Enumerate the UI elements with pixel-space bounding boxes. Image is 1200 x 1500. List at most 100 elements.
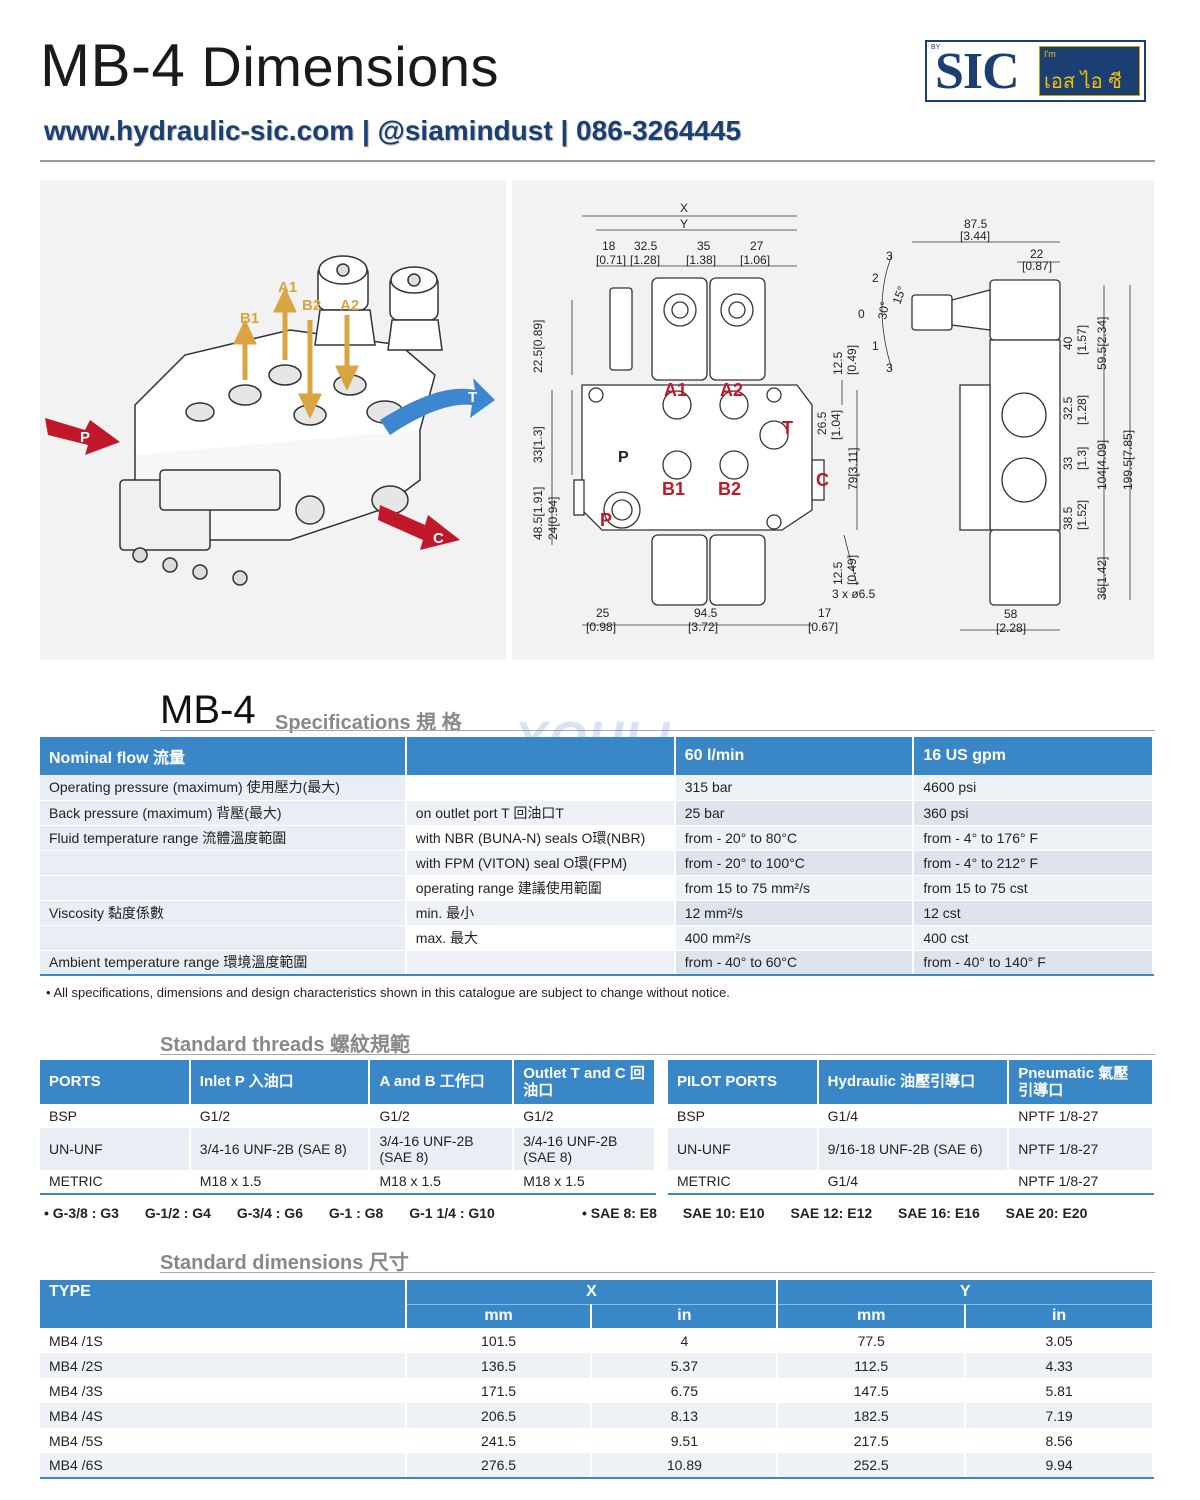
header-divider <box>40 160 1155 162</box>
pilot-cell: NPTF 1/8-27 <box>1008 1170 1154 1195</box>
spec-cell: 25 bar <box>674 800 915 826</box>
side-dim-104: 104[4.09] <box>1095 440 1109 490</box>
dims-cell: 182.5 <box>777 1403 967 1428</box>
dims-cell: 252.5 <box>777 1453 967 1479</box>
spec-row: Back pressure (maximum) 背壓(最大) on outlet… <box>40 800 1154 826</box>
pilot-cell: G1/4 <box>817 1170 1010 1195</box>
spec-header-row: Nominal flow 流量 60 l/min 16 US gpm <box>40 737 1154 775</box>
iso-label-a2: A2 <box>340 297 359 314</box>
side-dim-32-5-in: [1.28] <box>1075 395 1089 425</box>
pilot-header-cell: Hydraulic 油壓引導口 <box>817 1060 1010 1104</box>
dims-cell: 101.5 <box>405 1328 593 1353</box>
side-angle-0: 0 <box>858 307 865 321</box>
dim-24: 24[0.94] <box>546 497 560 540</box>
side-dim-87-5-in: [3.44] <box>960 229 990 243</box>
dims-cell-type: MB4 /1S <box>40 1328 407 1353</box>
spec-row: operating range 建議使用範圍 from 15 to 75 mm²… <box>40 875 1154 901</box>
ports-cell: M18 x 1.5 <box>369 1170 515 1195</box>
sae-thread-codes: • SAE 8: E8 SAE 10: E10 SAE 12: E12 SAE … <box>582 1205 1109 1221</box>
spec-cell: with FPM (VITON) seal O環(FPM) <box>405 850 676 876</box>
dim-33: 33[1.3] <box>531 426 545 463</box>
iso-label-b1: B1 <box>240 310 259 327</box>
dim-35-in: [1.38] <box>686 253 716 267</box>
logo-im: I'm <box>1044 49 1056 59</box>
iso-label-t: T <box>468 389 477 406</box>
ports-header-cell: Outlet T and C 回油口 <box>513 1060 656 1104</box>
dims-cell: 7.19 <box>965 1403 1154 1428</box>
p-arrow-icon <box>45 418 120 455</box>
dims-cell: 147.5 <box>777 1378 967 1403</box>
pilot-cell: NPTF 1/8-27 <box>1008 1128 1154 1170</box>
thread-code: • SAE 8: E8 <box>582 1205 657 1221</box>
spec-cell: from 15 to 75 cst <box>913 875 1154 901</box>
ports-cell: 3/4-16 UNF-2B (SAE 8) <box>369 1128 515 1170</box>
dims-cell: 276.5 <box>405 1453 593 1479</box>
pilot-cell: 9/16-18 UNF-2B (SAE 6) <box>817 1128 1010 1170</box>
dim-32-5-in: [1.28] <box>630 253 660 267</box>
side-angle-3-bottom: 3 <box>886 361 893 375</box>
pilot-row: METRIC G1/4 NPTF 1/8-27 <box>668 1170 1154 1195</box>
dims-cell: 206.5 <box>405 1403 593 1428</box>
dims-cell-type: MB4 /3S <box>40 1378 407 1403</box>
dims-header-unit: in <box>965 1303 1154 1328</box>
contact-line[interactable]: www.hydraulic-sic.com | @siamindust | 08… <box>44 115 742 146</box>
iso-label-p: P <box>80 429 90 446</box>
side-angle-3-top: 3 <box>886 249 893 263</box>
spec-cell: min. 最小 <box>405 900 676 926</box>
title-rest: Dimensions <box>201 35 499 98</box>
dims-cell: 5.37 <box>591 1353 779 1378</box>
thread-code: G-1/2 : G4 <box>144 1205 211 1221</box>
thread-code: SAE 16: E16 <box>898 1205 980 1221</box>
spec-divider <box>160 730 1155 731</box>
front-label-t: T <box>782 418 793 438</box>
spec-row: Viscosity 黏度係數 min. 最小 12 mm²/s 12 cst <box>40 900 1154 926</box>
pilot-cell: NPTF 1/8-27 <box>1008 1104 1154 1128</box>
logo-main: SIC <box>935 43 1020 100</box>
dims-cell: 77.5 <box>777 1328 967 1353</box>
front-label-b2: B2 <box>718 479 741 499</box>
dim-26-5: 26.5 <box>815 411 829 435</box>
side-dim-38-5: 38.5 <box>1061 506 1075 530</box>
dims-cell: 4 <box>591 1328 779 1353</box>
dims-header-x: X <box>405 1280 779 1304</box>
pilot-cell: G1/4 <box>817 1104 1010 1128</box>
side-dim-40-in: [1.57] <box>1075 325 1089 355</box>
g-thread-codes: • G-3/8 : G3 G-1/2 : G4 G-3/4 : G6 G-1 :… <box>44 1205 517 1221</box>
side-dim-33: 33 <box>1061 456 1075 470</box>
side-dim-87-5: 87.5 <box>964 217 988 231</box>
sic-logo: BY SIC I'm เอส ไอ ซี <box>925 40 1146 102</box>
dim-27-in: [1.06] <box>740 253 770 267</box>
side-angle-30: 30° <box>875 300 892 320</box>
dim-94-5: 94.5 <box>694 606 718 620</box>
front-label-a2: A2 <box>720 380 743 400</box>
ports-cell: BSP <box>40 1104 191 1128</box>
dim-12-5-bottom-in: [0.49] <box>845 555 859 585</box>
ports-header-cell: PORTS <box>40 1060 191 1104</box>
spec-cell: from - 20° to 100°C <box>674 850 915 876</box>
dim-17-in: [0.67] <box>808 620 838 634</box>
page-title: MB-4 Dimensions <box>40 36 499 96</box>
pilot-ports-table: PILOT PORTS Hydraulic 油壓引導口 Pneumatic 氣壓… <box>668 1060 1154 1195</box>
iso-label-c: C <box>433 530 444 547</box>
spec-header-cell: 60 l/min <box>674 737 915 775</box>
spec-cell: from 15 to 75 mm²/s <box>674 875 915 901</box>
spec-footnote: • All specifications, dimensions and des… <box>46 985 730 1000</box>
ports-cell: M18 x 1.5 <box>513 1170 656 1195</box>
dims-header-y: Y <box>777 1280 1154 1304</box>
spec-cell: from - 4° to 176° F <box>913 825 1154 851</box>
dim-32-5: 32.5 <box>634 239 658 253</box>
dims-row: MB4 /1S 101.5 4 77.5 3.05 <box>40 1328 1154 1353</box>
dimension-drawing: X Y 18 [0.71] 32.5 [1.28] 35 [1.38] 27 [… <box>531 201 1135 635</box>
dims-row: MB4 /4S 206.5 8.13 182.5 7.19 <box>40 1403 1154 1428</box>
ports-cell: G1/2 <box>369 1104 515 1128</box>
spec-heading: MB-4 <box>160 688 256 732</box>
pilot-cell: BSP <box>668 1104 819 1128</box>
spec-cell <box>405 950 676 976</box>
spec-cell: 360 psi <box>913 800 1154 826</box>
dims-row: MB4 /2S 136.5 5.37 112.5 4.33 <box>40 1353 1154 1378</box>
dim-y: Y <box>680 217 688 231</box>
dim-25: 25 <box>596 606 610 620</box>
side-dim-199-5: 199.5[7.85] <box>1121 430 1135 490</box>
spec-cell: from - 4° to 212° F <box>913 850 1154 876</box>
dim-35: 35 <box>697 239 711 253</box>
